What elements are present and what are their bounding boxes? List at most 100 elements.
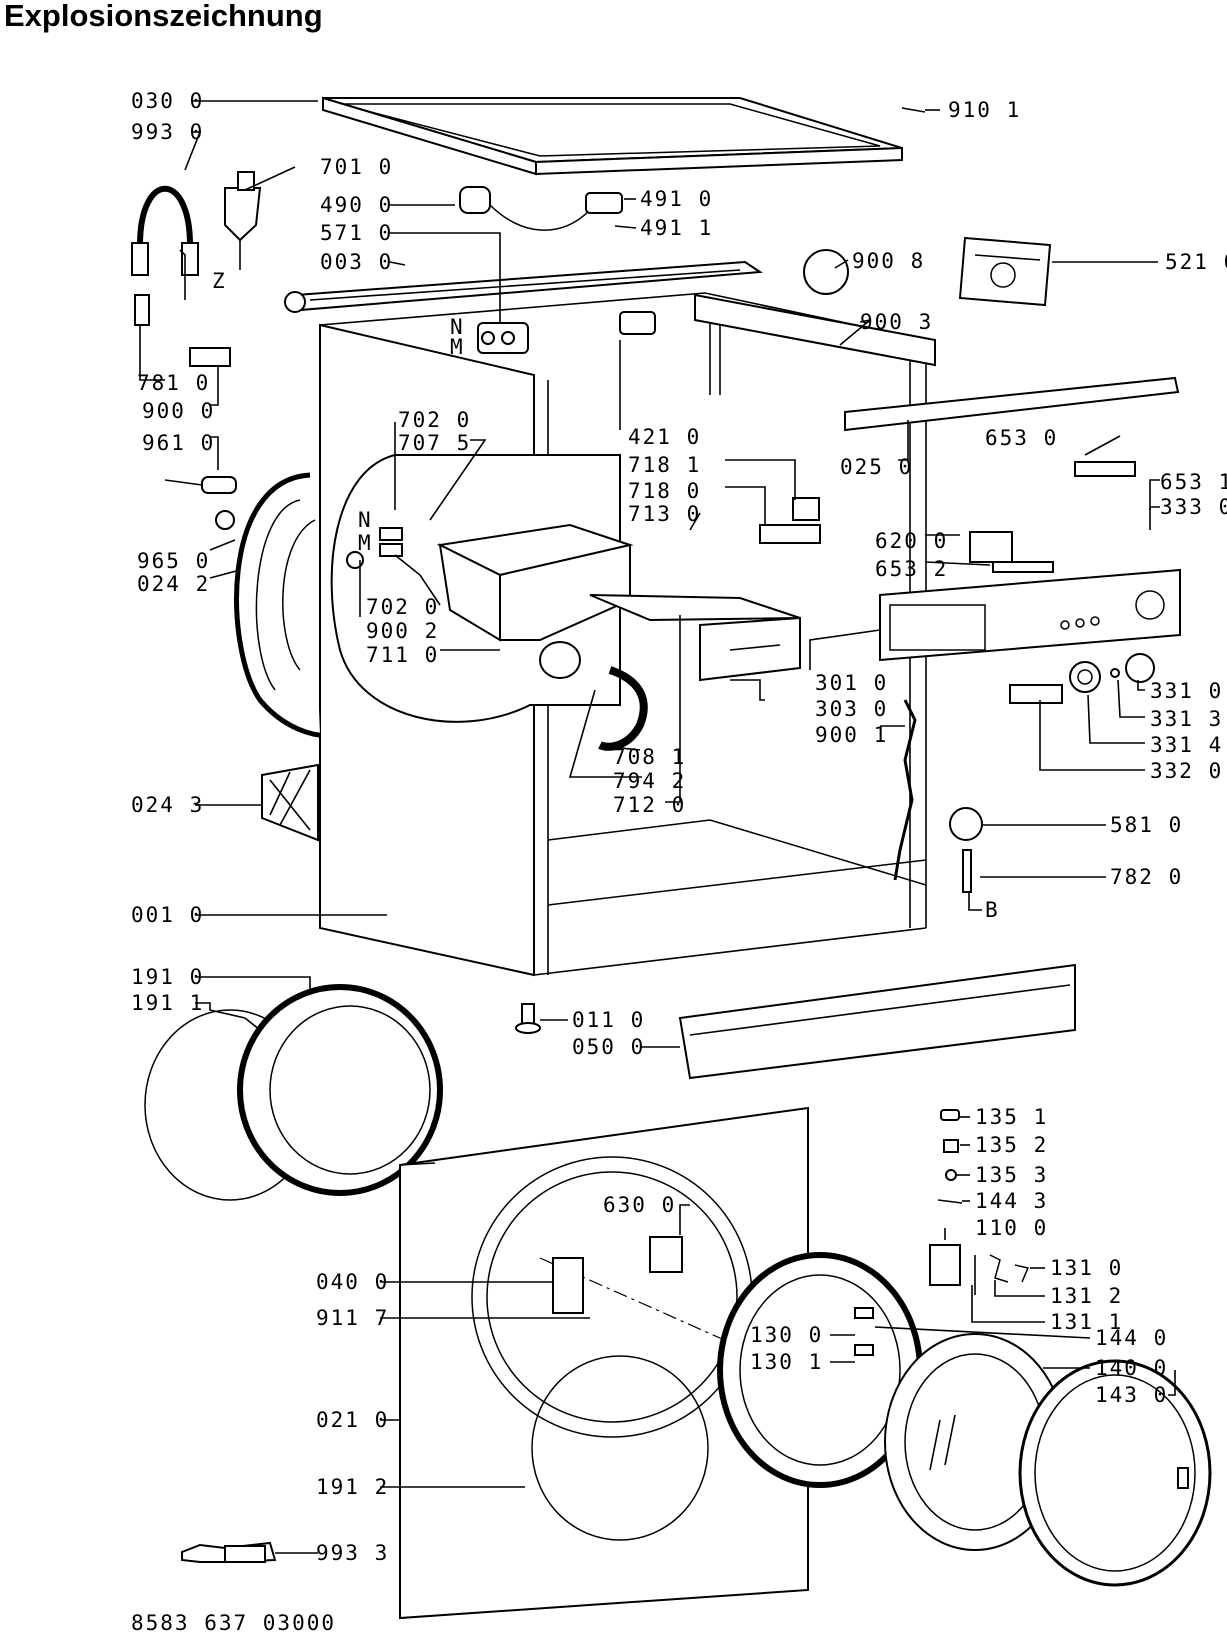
led-strip [1074,461,1136,477]
part-label: 011 0 [572,1008,645,1032]
part-label: N [450,315,465,339]
front-rail [844,376,1180,432]
part-label: 701 0 [320,155,393,179]
wire-bracket [619,293,936,367]
part-label: 303 0 [815,697,888,721]
part-label: 620 0 [875,529,948,553]
part-label: 135 3 [975,1163,1048,1187]
part-label: 993 0 [131,120,204,144]
detergent-dispenser [346,523,634,679]
electronic-module [803,236,1052,307]
part-label: 135 2 [975,1133,1048,1157]
page-title: Explosionszeichnung [4,0,323,33]
circuit-board [969,531,1013,563]
top-lid [322,96,903,176]
part-label: 110 0 [975,1216,1048,1240]
service-tool [181,1541,277,1563]
part-label: 900 3 [860,310,933,334]
part-label: 713 0 [628,502,701,526]
part-label: 702 0 [366,595,439,619]
part-label: B [985,898,1000,922]
part-label: 024 3 [131,793,204,817]
part-label: 900 0 [142,399,215,423]
inlet-hose [131,186,231,367]
part-label: N [358,508,373,532]
small-component [759,524,821,544]
part-label: 131 1 [1050,1310,1123,1334]
control-panel [879,568,1181,662]
inlet-valve [224,171,306,313]
part-label: 708 1 [613,745,686,769]
part-label: 712 0 [613,793,686,817]
part-label: 965 0 [137,549,210,573]
part-labels: 030 0 993 0 701 0 490 0 571 0 003 0 910 … [131,89,1227,1565]
part-label: 050 0 [572,1035,645,1059]
part-label: 135 1 [975,1105,1048,1129]
part-label: 131 0 [1050,1256,1123,1280]
plinth [515,963,1076,1080]
part-label: 040 0 [316,1270,389,1294]
part-label: 331 3 [1150,707,1223,731]
part-label: 191 2 [316,1475,389,1499]
part-label: 490 0 [320,193,393,217]
part-label: 711 0 [366,643,439,667]
part-label: 030 0 [131,89,204,113]
part-label: Z [212,269,227,293]
part-label: 331 0 [1150,679,1223,703]
part-label: 333 0 [1160,495,1227,519]
part-label: 653 2 [875,557,948,581]
part-drawings [131,96,1212,1620]
part-label: 491 1 [640,216,713,240]
part-label: 003 0 [320,250,393,274]
part-label: 131 2 [1050,1284,1123,1308]
terminal-block [792,497,820,521]
document-number: 8583 637 03000 [131,1611,336,1635]
part-label: 421 0 [628,425,701,449]
part-label: 571 0 [320,221,393,245]
part-label: 653 1 [1160,470,1227,494]
part-label: 144 3 [975,1189,1048,1213]
part-label: 001 0 [131,903,204,927]
part-label: 900 2 [366,619,439,643]
tub-gasket [234,472,321,738]
part-label: M [450,335,465,359]
filter-grille [261,763,319,842]
part-label: 521 0 [1165,250,1227,274]
part-label: 910 1 [948,98,1021,122]
front-panel [399,1106,921,1620]
door-cover [1018,1359,1212,1587]
part-label: 794 2 [613,769,686,793]
part-label: 130 0 [750,1323,823,1347]
valve [477,322,529,354]
led-strip-small [992,561,1054,573]
door-lock-parts [929,1244,1030,1295]
part-label: 900 1 [815,723,888,747]
part-label: 782 0 [1110,865,1183,889]
leader-lines [139,100,1176,1554]
part-label: 581 0 [1110,813,1183,837]
part-label: 630 0 [603,1193,676,1217]
part-label: 781 0 [137,371,210,395]
part-label: 021 0 [316,1408,389,1432]
part-label: 332 0 [1150,759,1223,783]
part-label: 491 0 [640,187,713,211]
part-label: 702 0 [398,408,471,432]
part-label: 718 0 [628,479,701,503]
part-label: 191 1 [131,991,204,1015]
part-label: 024 2 [137,572,210,596]
part-label: 707 5 [398,431,471,455]
detergent-drawer [589,594,801,682]
part-label: 718 1 [628,453,701,477]
wiring [459,186,623,231]
part-label: M [358,531,373,555]
part-label: 144 0 [1095,1326,1168,1350]
part-label: 130 1 [750,1350,823,1374]
heater [164,476,237,530]
part-label: 140 0 [1095,1356,1168,1380]
knobs [1009,653,1155,704]
part-label: 911 7 [316,1306,389,1330]
part-label: 331 4 [1150,733,1223,757]
part-label: 025 0 [840,455,913,479]
part-label: 143 0 [1095,1383,1168,1407]
